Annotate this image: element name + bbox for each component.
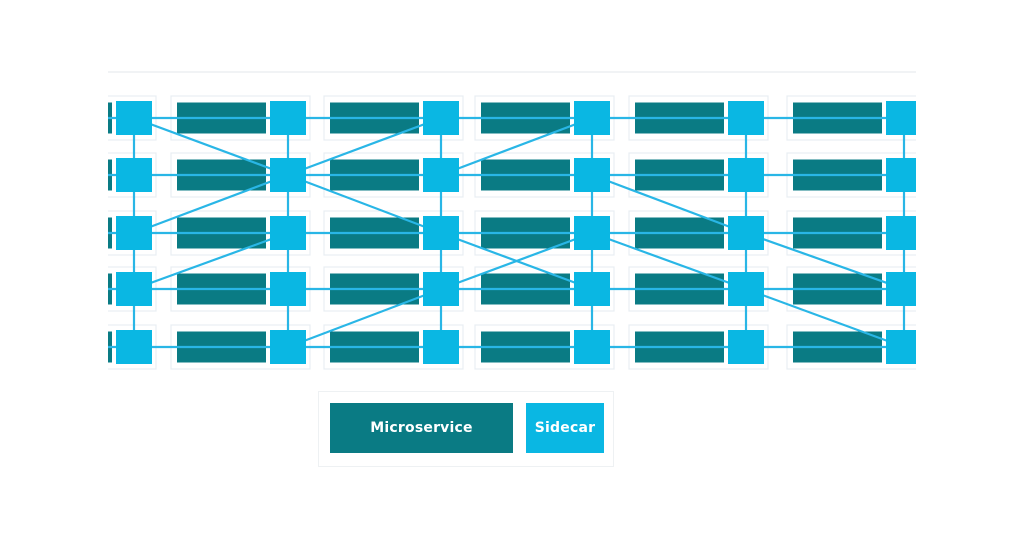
- sidecar-block: [270, 330, 306, 364]
- diagonal-link: [745, 231, 905, 291]
- sidecar-block: [270, 272, 306, 306]
- diagonal-link: [745, 287, 905, 349]
- sidecar-block: [886, 101, 916, 135]
- sidecar-block: [270, 101, 306, 135]
- legend-microservice: Microservice: [330, 403, 513, 453]
- sidecar-block: [116, 158, 152, 192]
- diagonal-link: [591, 231, 747, 291]
- sidecar-block: [423, 272, 459, 306]
- microservice-block: [108, 273, 112, 305]
- sidecar-block: [116, 216, 152, 250]
- sidecar-block: [423, 216, 459, 250]
- diagonal-link: [440, 231, 593, 291]
- diagonal-link: [287, 116, 442, 177]
- sidecar-block: [574, 216, 610, 250]
- diagonal-link: [133, 116, 289, 177]
- sidecar-block: [423, 330, 459, 364]
- sidecar-block: [574, 330, 610, 364]
- sidecar-block: [728, 158, 764, 192]
- sidecar-block: [116, 330, 152, 364]
- sidecar-block: [270, 216, 306, 250]
- microservice-block: [108, 159, 112, 191]
- diagonal-link: [287, 173, 442, 235]
- sidecar-block: [270, 158, 306, 192]
- sidecar-block: [728, 101, 764, 135]
- sidecar-block: [728, 272, 764, 306]
- legend-sidecar: Sidecar: [526, 403, 604, 453]
- mesh-grid: [108, 95, 916, 370]
- microservice-block: [108, 217, 112, 249]
- microservice-block: [108, 331, 112, 363]
- sidecar-block: [886, 158, 916, 192]
- diagonal-link: [287, 287, 442, 349]
- diagonal-link: [133, 173, 289, 235]
- diagonal-link: [591, 173, 747, 235]
- sidecar-block: [728, 330, 764, 364]
- microservice-block: [108, 102, 112, 134]
- sidecar-block: [728, 216, 764, 250]
- sidecar-block: [423, 101, 459, 135]
- sidecar-block: [886, 272, 916, 306]
- sidecar-block: [116, 101, 152, 135]
- sidecar-block: [574, 272, 610, 306]
- sidecar-block: [574, 101, 610, 135]
- sidecar-block: [423, 158, 459, 192]
- diagonal-link: [133, 231, 289, 291]
- sidecar-block: [886, 216, 916, 250]
- sidecar-blocks: [116, 101, 916, 364]
- sidecar-block: [574, 158, 610, 192]
- mesh-links: [108, 116, 906, 349]
- diagonal-link: [440, 116, 593, 177]
- sidecar-block: [116, 272, 152, 306]
- sidecar-block: [886, 330, 916, 364]
